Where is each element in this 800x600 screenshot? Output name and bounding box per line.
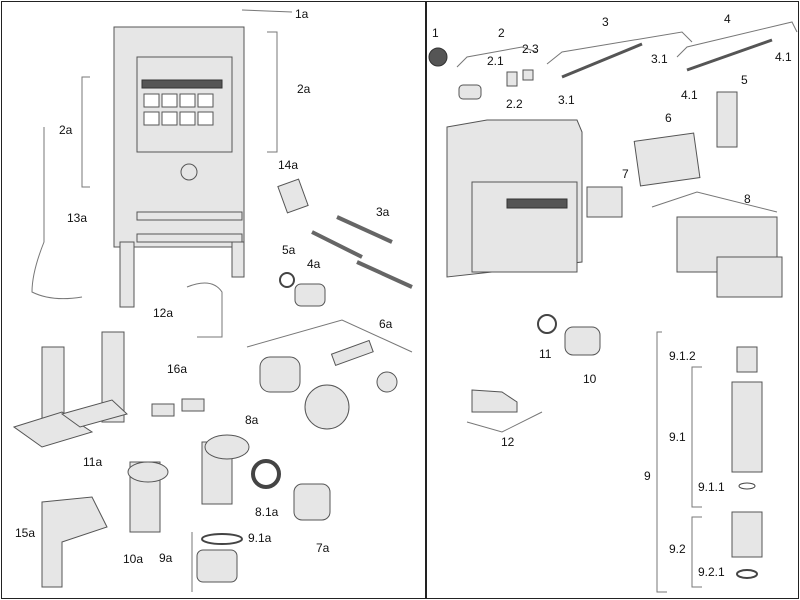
- cistern: [446, 119, 583, 278]
- pipes-6a: [259, 339, 398, 430]
- label-2a-right: 2a: [297, 82, 311, 96]
- label-8: 8: [744, 192, 751, 206]
- label-1: 1: [432, 26, 439, 40]
- label-8-1a: 8.1a: [255, 505, 279, 519]
- label-3-1-left: 3.1: [558, 93, 575, 107]
- label-4: 4: [724, 12, 731, 26]
- label-2-1: 2.1: [487, 54, 504, 68]
- pipe-13a: [31, 127, 83, 300]
- label-11: 11: [539, 347, 552, 361]
- label-4a: 4a: [307, 257, 321, 271]
- label-7: 7: [622, 167, 629, 181]
- label-3a: 3a: [376, 205, 390, 219]
- label-14a: 14a: [278, 158, 299, 172]
- label-8a: 8a: [245, 413, 259, 427]
- label-2-2: 2.2: [506, 97, 523, 111]
- label-13a: 13a: [67, 211, 88, 225]
- label-6: 6: [665, 111, 672, 125]
- label-2a-left: 2a: [59, 123, 73, 137]
- label-15a: 15a: [15, 526, 36, 540]
- label-1a: 1a: [295, 7, 309, 21]
- frame-parts-drawing: [12, 9, 413, 592]
- label-9-2-1: 9.2.1: [698, 565, 725, 579]
- label-9-1-1: 9.1.1: [698, 480, 725, 494]
- label-3: 3: [602, 15, 609, 29]
- label-4-1-right: 4.1: [775, 50, 792, 64]
- brackets-16a: [151, 398, 205, 417]
- label-9-1: 9.1: [669, 430, 686, 444]
- label-9-1a: 9.1a: [248, 531, 272, 545]
- label-11a: 11a: [83, 455, 103, 469]
- bends: [41, 434, 250, 588]
- label-2-3: 2.3: [522, 42, 539, 56]
- label-2: 2: [498, 26, 505, 40]
- label-9a: 9a: [159, 551, 173, 565]
- legs-11a: [12, 331, 128, 448]
- label-9-1-2: 9.1.2: [669, 349, 696, 363]
- cistern-parts-drawing: [428, 21, 798, 593]
- label-5a: 5a: [282, 243, 296, 257]
- label-10a: 10a: [123, 552, 144, 566]
- label-9-2: 9.2: [669, 542, 686, 556]
- label-7a: 7a: [316, 541, 330, 555]
- label-3-1-right: 3.1: [651, 52, 668, 66]
- label-12a: 12a: [153, 306, 174, 320]
- panel-installation-frame: 1a 2a 2a 13a 14a 3a 5a 4a 12a 6a 16a 11a…: [1, 1, 426, 599]
- label-12: 12: [501, 435, 515, 449]
- label-16a: 16a: [167, 362, 188, 376]
- label-10: 10: [583, 372, 597, 386]
- panel-cistern-parts: 1 2 2.1 2.3 2.2 3 3.1 3.1 4 4.1 4.1 5 6 …: [426, 1, 799, 599]
- label-6a: 6a: [379, 317, 393, 331]
- installation-frame: [113, 26, 245, 308]
- label-9: 9: [644, 469, 651, 483]
- label-5: 5: [741, 73, 748, 87]
- label-4-1-left: 4.1: [681, 88, 698, 102]
